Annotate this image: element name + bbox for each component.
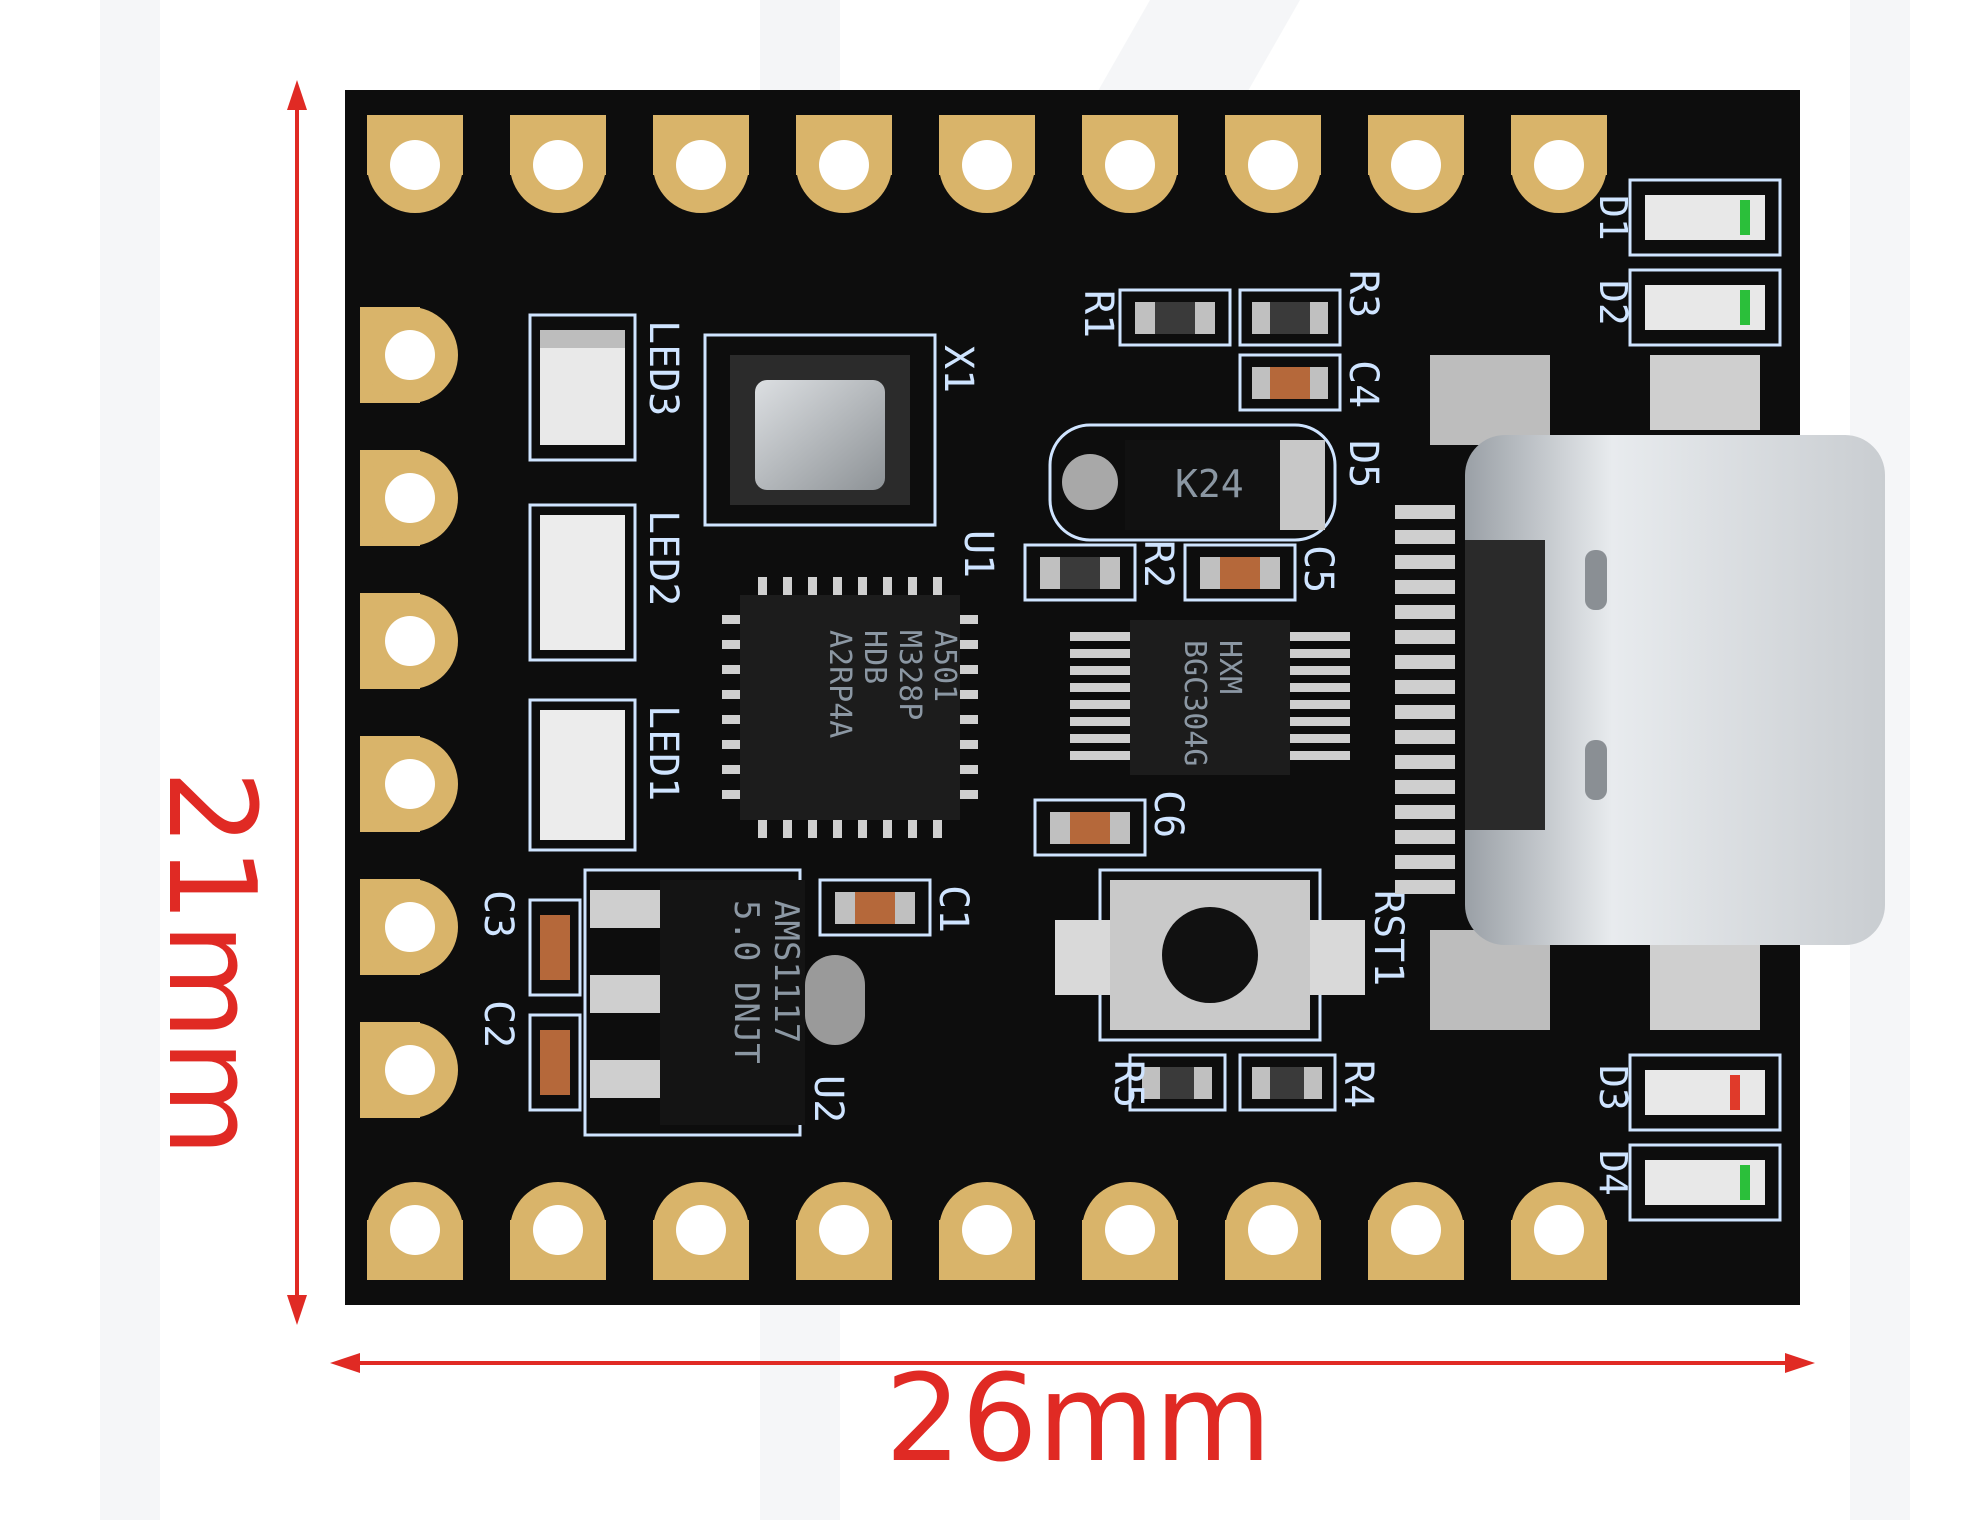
led2-label: LED2 [640,510,686,606]
led2-component [528,503,637,662]
regulator-marking-2: 5.0 DNJT [726,900,766,1064]
c6-label: C6 [1145,790,1191,838]
top-pin-row [367,115,1607,213]
reset-button-rst1 [1055,868,1365,1042]
r4-label: R4 [1335,1060,1381,1108]
castellated-pad [1368,1182,1464,1280]
left-pin-column [360,307,458,1118]
resistor-r4 [1238,1053,1337,1112]
resistor-r2 [1023,543,1137,602]
castellated-pad [939,115,1035,213]
led1-component [528,698,637,852]
usb-chip-marking-1: HXM [1212,640,1247,694]
castellated-pad [1511,1182,1607,1280]
c1-label: C1 [930,885,976,933]
d2-label: D2 [1591,280,1635,326]
u2-label: U2 [805,1075,851,1123]
usb-c-connector [1395,355,1885,1030]
capacitor-c1 [818,878,932,937]
usb-chip-marking-2: BGC304G [1177,640,1212,766]
led1-label: LED1 [640,705,686,801]
castellated-pad [653,1182,749,1280]
castellated-pad [367,115,463,213]
led3-label: LED3 [640,320,686,416]
mcu-marking-4: A2RP4A [822,630,857,738]
castellated-pad [1225,1182,1321,1280]
led-d1 [1628,178,1782,257]
led-d4 [1628,1143,1782,1222]
diode-marking: K24 [1175,462,1244,506]
width-dimension-label: 26mm [885,1350,1272,1489]
r3-label: R3 [1340,270,1386,318]
c5-label: C5 [1295,545,1341,593]
d4-label: D4 [1591,1150,1635,1196]
castellated-pad [360,879,458,975]
resistor-r5 [1128,1053,1227,1112]
r2-label: R2 [1135,540,1181,588]
mcu-marking-3: HDB [857,630,892,684]
capacitor-c5 [1183,543,1297,602]
capacitor-c3 [528,898,582,997]
regulator-u2 [583,868,865,1137]
diode-d5 [1048,423,1337,542]
usb-serial-chip [1070,620,1350,775]
castellated-pad [939,1182,1035,1280]
rst1-label: RST1 [1365,890,1411,986]
castellated-pad [1511,115,1607,213]
castellated-pad [1082,115,1178,213]
castellated-pad [510,1182,606,1280]
castellated-pad [360,450,458,546]
r1-label: R1 [1075,290,1121,338]
bottom-pin-row [367,1182,1607,1280]
capacitor-c4 [1238,353,1342,412]
regulator-marking-1: AMS1117 [766,900,806,1043]
x1-label: X1 [935,345,981,393]
led-d3 [1628,1053,1782,1132]
castellated-pad [360,736,458,832]
mcu-marking-2: M328P [892,630,927,720]
mcu-marking-1: A501 [927,630,962,702]
castellated-pad [360,593,458,689]
d3-label: D3 [1591,1065,1635,1111]
d5-label: D5 [1340,440,1386,488]
castellated-pad [360,1022,458,1118]
width-dimension-arrow [330,1353,1815,1373]
led3-component [528,313,637,462]
castellated-pad [653,115,749,213]
resistor-r3 [1238,288,1342,347]
height-dimension-arrow [287,80,307,1325]
crystal-x1 [703,333,937,527]
c2-label: C2 [475,1000,521,1048]
capacitor-c6 [1033,798,1147,857]
castellated-pad [1368,115,1464,213]
resistor-r1 [1118,288,1232,347]
castellated-pad [510,115,606,213]
castellated-pad [796,115,892,213]
castellated-pad [1082,1182,1178,1280]
castellated-pad [796,1182,892,1280]
u1-label: U1 [955,530,1001,578]
castellated-pad [1225,115,1321,213]
castellated-pad [367,1182,463,1280]
mcu-chip [722,577,978,838]
height-dimension-label: 21mm [141,770,280,1157]
capacitor-c2 [528,1013,582,1112]
c3-label: C3 [475,890,521,938]
castellated-pad [360,307,458,403]
c4-label: C4 [1340,360,1386,408]
r5-label: R5 [1105,1060,1151,1108]
led-d2 [1628,268,1782,347]
d1-label: D1 [1591,195,1635,241]
